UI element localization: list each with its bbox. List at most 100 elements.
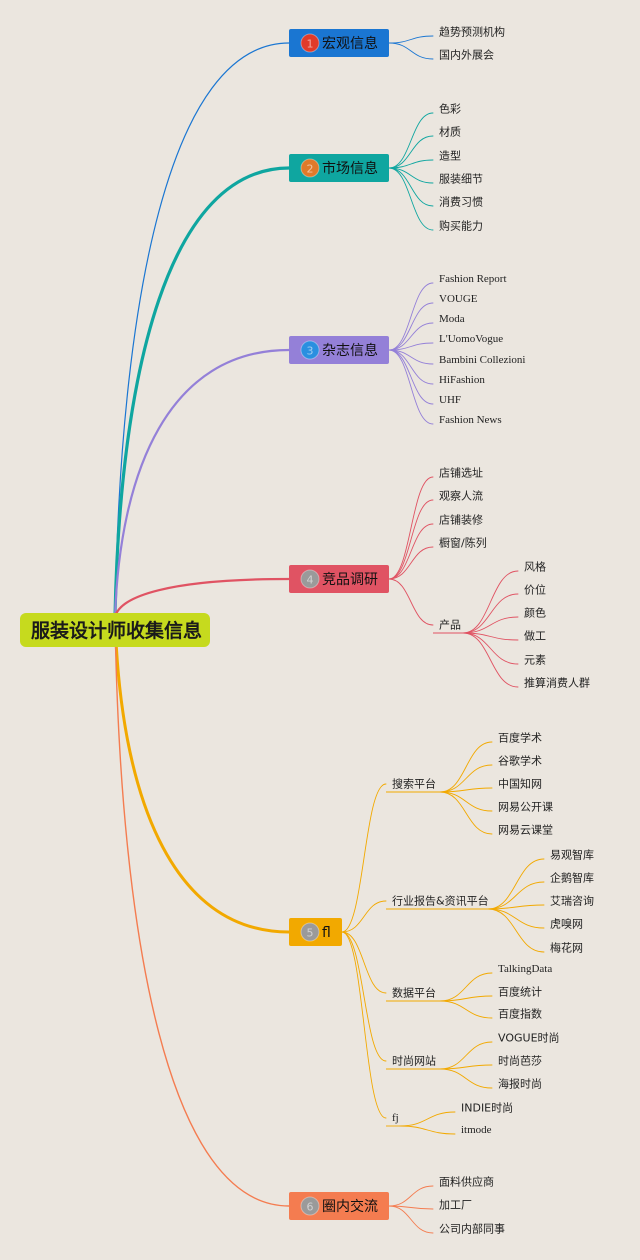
- sub-connector: [439, 1064, 493, 1070]
- sub-connector: [487, 908, 545, 929]
- leaf-label: 公司内部同事: [439, 1222, 505, 1236]
- leaf-label: Fashion Report: [439, 273, 507, 285]
- branch-number-badge: [300, 158, 320, 178]
- branch-label: 市场信息: [322, 160, 378, 177]
- leaf-label: 做工: [524, 629, 546, 643]
- leaf-label: 中国知网: [498, 777, 542, 791]
- sub-connector: [439, 791, 493, 835]
- sub-connector: [439, 1068, 493, 1089]
- sub-connector: [399, 1125, 456, 1135]
- branch-number: 5: [307, 927, 314, 940]
- sub-connector: [462, 593, 519, 634]
- branch-b5: 5 fl: [289, 918, 342, 946]
- leaf-label: HiFashion: [439, 374, 485, 386]
- branch-connector: [388, 1205, 434, 1234]
- subtopic-label: 数据平台: [392, 986, 436, 1000]
- leaf-label: 材质: [439, 125, 461, 139]
- leaf-label: 趋势预测机构: [439, 25, 505, 39]
- leaf-label: 颜色: [524, 606, 546, 620]
- leaf-label: 百度指数: [498, 1007, 542, 1021]
- sub-connector: [439, 972, 493, 1002]
- sub-connector: [439, 791, 493, 812]
- sub-connector: [439, 741, 493, 793]
- leaf-label: TalkingData: [498, 963, 552, 975]
- branch-connector: [388, 1185, 434, 1207]
- leaf-label: 店铺选址: [439, 466, 483, 480]
- root-node-box: [20, 613, 210, 647]
- leaf-label: UHF: [439, 394, 461, 406]
- root-connector-b5: [113, 615, 291, 934]
- leaf-label: Bambini Collezioni: [439, 354, 525, 366]
- branch-connector: [388, 167, 434, 231]
- branch-label: fl: [322, 925, 331, 941]
- subtopic-label: 行业报告&资讯平台: [392, 894, 489, 908]
- branch-number: 6: [307, 1201, 314, 1214]
- leaf-label: itmode: [461, 1124, 492, 1136]
- leaf-label: 服装细节: [439, 173, 483, 186]
- leaf-label: INDIE时尚: [461, 1101, 513, 1115]
- branch-connector: [341, 900, 387, 933]
- sub-connector: [439, 995, 493, 1002]
- root-connector-b2: [113, 166, 291, 619]
- leaf-label: 百度统计: [498, 985, 542, 999]
- sub-connector: [487, 908, 545, 953]
- sub-connector: [487, 904, 545, 910]
- branch-connector: [388, 523, 434, 580]
- sub-connector: [439, 764, 493, 793]
- leaf-label: 梅花网: [550, 941, 583, 955]
- root-node: 服装设计师收集信息: [20, 613, 210, 647]
- sub-connector: [439, 1041, 493, 1070]
- branch-connector: [388, 42, 434, 60]
- leaf-label: 元素: [524, 654, 546, 667]
- leaf-label: 购买能力: [439, 219, 483, 233]
- sub-connector: [487, 858, 545, 910]
- leaf-label: 时尚芭莎: [498, 1054, 542, 1068]
- branch-label: 宏观信息: [322, 35, 378, 52]
- branch-connector: [388, 282, 434, 351]
- sub-connector: [399, 1111, 456, 1127]
- leaf-label: L'UomoVogue: [439, 333, 503, 345]
- branch-number: 2: [307, 163, 314, 176]
- root-connector-b3: [113, 348, 291, 619]
- leaf-label: 面料供应商: [439, 1175, 494, 1189]
- branch-connector: [388, 476, 434, 580]
- branch-connector: [388, 302, 434, 351]
- branch-number: 3: [307, 345, 314, 358]
- branch-connector: [388, 499, 434, 580]
- branch-connector: [341, 783, 387, 933]
- branch-connector: [388, 349, 434, 425]
- branch-connector: [388, 167, 434, 207]
- sub-connector: [439, 787, 493, 793]
- branch-connector: [388, 349, 434, 405]
- leaf-label: 橱窗/陈列: [439, 536, 487, 550]
- connector-lines: [113, 35, 545, 1234]
- branch-connector: [388, 578, 434, 626]
- sub-connector: [462, 570, 519, 634]
- leaf-label: 消费习惯: [439, 195, 483, 209]
- root-connector-b4: [113, 577, 291, 619]
- leaf-label: 网易云课堂: [498, 824, 553, 837]
- leaf-label: 造型: [439, 149, 461, 163]
- branch-connector: [341, 931, 387, 1062]
- leaf-label: 价位: [524, 583, 546, 597]
- root-connector-b1: [114, 42, 290, 618]
- subtopic-label: 搜索平台: [392, 777, 436, 791]
- leaf-label: 百度学术: [498, 731, 542, 745]
- root-connector-b6: [114, 616, 290, 1207]
- branch-b1: 1 宏观信息: [289, 29, 389, 57]
- branch-connector: [388, 1205, 434, 1210]
- branch-connector: [341, 931, 387, 1119]
- leaf-label: VOUGE: [439, 293, 478, 305]
- branch-connector: [388, 349, 434, 385]
- leaf-label: 风格: [524, 560, 546, 574]
- leaf-label: 海报时尚: [498, 1077, 542, 1091]
- leaf-label: 企鹅智库: [550, 871, 594, 885]
- leaf-label: 虎嗅网: [550, 917, 583, 931]
- leaf-label: Moda: [439, 313, 465, 325]
- branch-number: 1: [307, 38, 314, 51]
- root-node-label: 服装设计师收集信息: [31, 619, 202, 642]
